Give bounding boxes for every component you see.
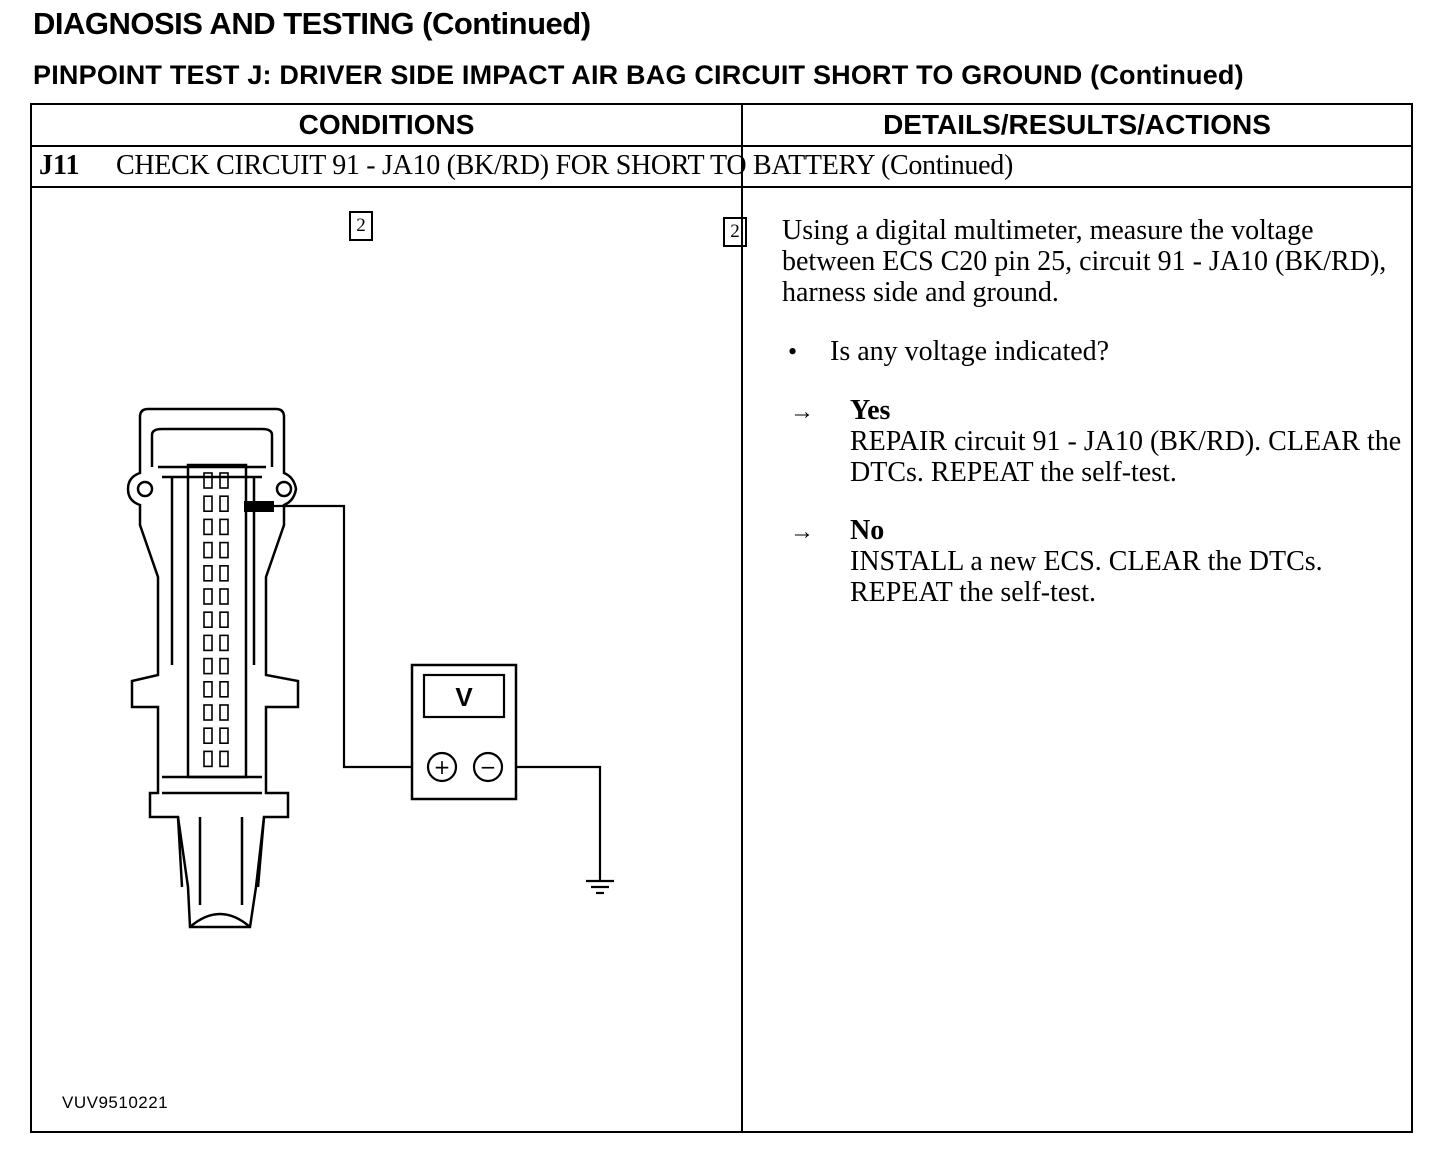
pin-cavity (219, 680, 229, 698)
connector-diagram: V + − (126, 407, 614, 929)
step-rule (32, 186, 1411, 188)
pin-cavity (219, 727, 229, 745)
arrow-right-icon: → (790, 399, 814, 425)
pin-cavity (203, 518, 213, 536)
pin-cavities (203, 472, 229, 768)
negative-lead (502, 765, 602, 881)
meter-display-text: V (455, 682, 473, 712)
pin-cavity (219, 750, 229, 768)
question-text: Is any voltage indicated? (830, 336, 1110, 367)
pin-carrier (186, 463, 248, 779)
pin-cavity (203, 634, 213, 652)
yes-label: Yes (850, 395, 891, 426)
instruction-text: Using a digital multimeter, measure the … (782, 215, 1387, 308)
plus-sign: + (434, 755, 451, 779)
step-title: CHECK CIRCUIT 91 - JA10 (BK/RD) FOR SHOR… (116, 150, 1013, 181)
test-table: CONDITIONS DETAILS/RESULTS/ACTIONS J11 C… (30, 103, 1413, 1133)
pin-cavity (219, 704, 229, 721)
pin-cavity (219, 495, 229, 513)
positive-lead (274, 504, 428, 769)
arrow-right-icon: → (790, 519, 814, 545)
pin-cavity (203, 564, 213, 582)
conditions-column-header: CONDITIONS (298, 109, 475, 140)
pin-cavity (219, 611, 229, 629)
pin-cavity (203, 750, 213, 768)
minus-terminal (472, 751, 504, 783)
yes-action: REPAIR circuit 91 - JA10 (BK/RD). CLEAR … (850, 426, 1402, 488)
bullet-icon: • (788, 337, 798, 366)
meter-display (422, 673, 506, 719)
digital-multimeter: V + − (410, 663, 518, 801)
pin-cavity (203, 588, 213, 605)
pinpoint-test-title: PINPOINT TEST J: DRIVER SIDE IMPACT AIR … (33, 60, 1244, 90)
pin-cavity (203, 495, 213, 513)
pin-cavity (219, 518, 229, 536)
pin-cavity (203, 727, 213, 745)
page-heading: DIAGNOSIS AND TESTING (Continued) (33, 6, 591, 41)
figure-code: VUV9510221 (62, 1093, 169, 1112)
pin-cavity (203, 611, 213, 629)
pin-cavity (203, 541, 213, 559)
connector-shell (126, 407, 300, 929)
mounting-hole (275, 480, 293, 498)
minus-sign: − (480, 755, 497, 779)
pin-cavity (219, 564, 229, 582)
column-divider (741, 105, 743, 1133)
pin-cavity (219, 541, 229, 559)
pin-cavity (203, 472, 213, 489)
mounting-hole (136, 480, 154, 498)
pin-cavity (219, 472, 229, 489)
details-column-header: DETAILS/RESULTS/ACTIONS (883, 109, 1271, 140)
plus-terminal (426, 751, 458, 783)
pin-cavity (203, 657, 213, 675)
header-rule (32, 145, 1411, 147)
details-step-number: 2 (723, 217, 747, 247)
conditions-step-number: 2 (349, 211, 373, 241)
probe-tip (244, 501, 274, 512)
pin-cavity (203, 704, 213, 721)
pin-cavity (219, 657, 229, 675)
no-action: INSTALL a new ECS. CLEAR the DTCs. REPEA… (850, 546, 1323, 608)
pin-cavity (219, 634, 229, 652)
pin-cavity (203, 680, 213, 698)
connector-hood (150, 427, 274, 467)
no-label: No (850, 515, 885, 546)
pin-cavity (219, 588, 229, 605)
step-id: J11 (39, 150, 80, 181)
